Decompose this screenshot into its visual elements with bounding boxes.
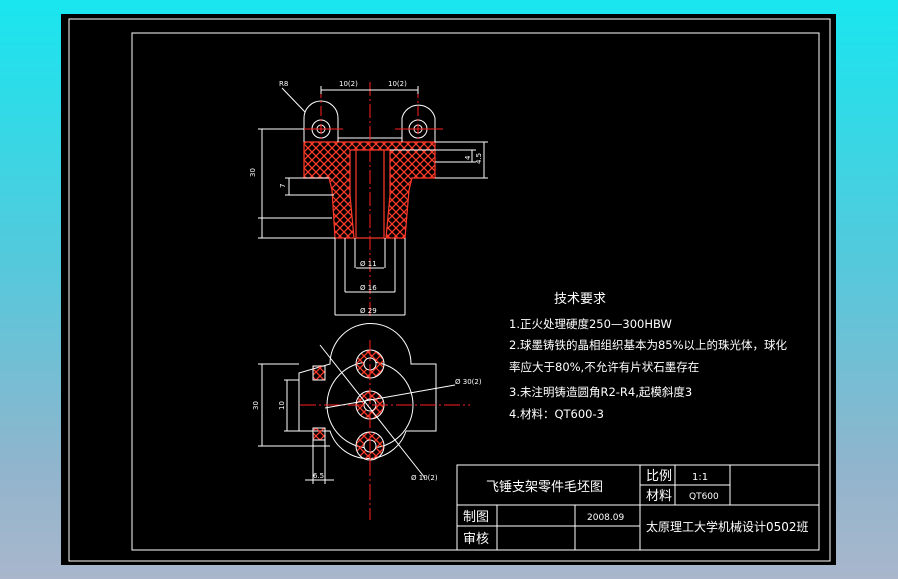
dim-left-small: 7 — [279, 184, 287, 188]
part-name: 飞锤支架零件毛坯图 — [486, 480, 603, 495]
bottom-view — [258, 323, 470, 520]
dim-left-height: 30 — [249, 168, 257, 177]
material-label: 材料 — [646, 489, 672, 504]
front-view — [258, 82, 488, 318]
drawing-background — [61, 14, 836, 565]
scale-label: 比例 — [646, 469, 672, 484]
dim-bv-left: 30 — [252, 401, 260, 410]
dim-bv-hole: Ø 10(2) — [411, 474, 438, 482]
dim-top-right: 10(2) — [388, 80, 407, 88]
lug-bottom — [312, 427, 326, 441]
stem — [334, 238, 406, 315]
notes-item-2: 2.球墨铸铁的晶相组织基本为85%以上的珠光体，球化 — [509, 338, 788, 352]
drawing-text: R8 10(2) 10(2) 30 7 4 4.5 Ø 11 Ø 16 Ø 29… — [249, 80, 809, 547]
dim-bv-left-inner: 10 — [278, 401, 286, 410]
notes-title: 技术要求 — [554, 292, 606, 307]
lug-top — [312, 365, 326, 381]
dim-top-left: 10(2) — [339, 80, 358, 88]
dim-d-outer: Ø 29 — [360, 307, 377, 315]
dim-d-mid: Ø 16 — [360, 284, 377, 292]
dim-right-b: 4.5 — [475, 153, 483, 164]
school: 太原理工大学机械设计0502班 — [646, 519, 809, 534]
dim-bv-bottom: 6.5 — [313, 472, 324, 480]
date: 2008.09 — [587, 513, 624, 523]
dim-d-inner: Ø 11 — [360, 260, 377, 268]
notes-item-5: 4.材料：QT600-3 — [509, 407, 604, 421]
title-block — [456, 464, 820, 551]
outer-border — [68, 18, 831, 562]
dim-bv-pcd: Ø 30(2) — [455, 378, 482, 386]
dim-top-r: R8 — [279, 80, 288, 88]
right-ear — [401, 104, 436, 142]
drawn-label: 制图 — [463, 510, 489, 525]
checked-label: 审核 — [463, 532, 489, 547]
notes-item-3: 率应大于80%,不允许有片状石墨存在 — [509, 360, 699, 374]
notes-item-4: 3.未注明铸造圆角R2-R4,起模斜度3 — [509, 385, 692, 399]
scale-value: 1:1 — [692, 472, 708, 483]
notes-item-1: 1.正火处理硬度250—300HBW — [509, 317, 672, 331]
outline — [298, 323, 437, 460]
material-value: QT600 — [689, 492, 719, 502]
dim-right-a: 4 — [464, 155, 472, 160]
